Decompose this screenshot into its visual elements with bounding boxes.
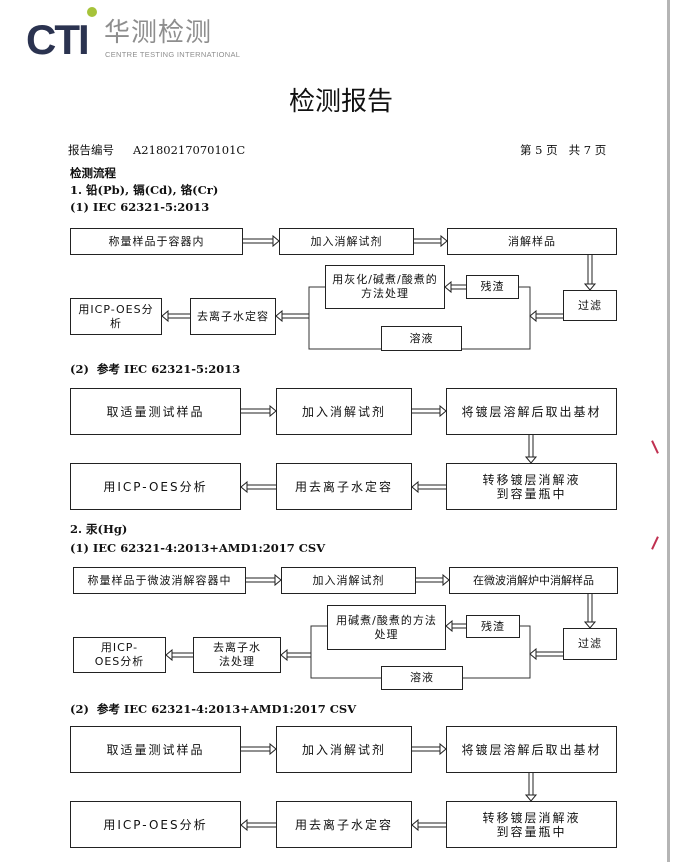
arrow-head: [445, 619, 453, 633]
seal-stamp: [648, 440, 668, 550]
section-1-heading: 1. 铅(Pb), 镉(Cd), 铬(Cr): [70, 183, 219, 197]
arrow-head: [529, 647, 537, 661]
section-title: 检测流程: [70, 166, 116, 180]
flow-step: 转移镀层消解液到容量瓶中: [446, 463, 617, 510]
arrow-head: [269, 742, 277, 756]
connector-line: [310, 625, 381, 679]
flow-step: 消解样品: [447, 228, 617, 255]
flow-step: 加入消解试剂: [279, 228, 414, 255]
arrow-head: [524, 456, 538, 464]
flow-step: 称量样品于容器内: [70, 228, 243, 255]
report-number: A2180217070101C: [133, 143, 246, 157]
arrow-head: [411, 480, 419, 494]
flow-step: 加入消解试剂: [276, 726, 412, 773]
arrow-head: [240, 818, 248, 832]
flow-step: 加入消解试剂: [281, 567, 416, 594]
arrow-head: [161, 309, 169, 323]
flow-step: 过滤: [563, 290, 617, 321]
arrow-head: [583, 283, 597, 291]
arrow-head: [529, 309, 537, 323]
arrow-head: [442, 573, 450, 587]
flow-step: 溶液: [381, 666, 463, 690]
flow-step: 取适量测试样品: [70, 726, 241, 773]
flow-step: 用去离子水定容: [276, 463, 412, 510]
flow-step: 用灰化/碱煮/酸煮的方法处理: [325, 265, 445, 309]
flow-step: 用去离子水定容: [276, 801, 412, 848]
flow-3-label: (1) IEC 62321-4:2013+AMD1:2017 CSV: [70, 541, 326, 555]
flow-step: 将镀层溶解后取出基材: [446, 726, 617, 773]
flow-2-label: (2) 参考 IEC 62321-5:2013: [70, 362, 241, 376]
arrow-head: [524, 794, 538, 802]
arrow-head: [165, 648, 173, 662]
flow-step: 用ICP-OES分析: [70, 801, 241, 848]
flow-step: 去离子水定容: [190, 298, 276, 335]
flow-step: 残渣: [466, 275, 519, 299]
section-2-heading: 2. 汞(Hg): [70, 522, 128, 536]
arrow-head: [272, 234, 280, 248]
flow-step: 在微波消解炉中消解样品: [449, 567, 618, 594]
logo-name-en: CENTRE TESTING INTERNATIONAL: [105, 50, 241, 59]
arrow-head: [269, 404, 277, 418]
logo-brand: CTI: [26, 16, 90, 63]
arrow-head: [444, 280, 452, 294]
arrow-head: [274, 573, 282, 587]
arrow-head: [583, 621, 597, 629]
logo-dot: [87, 7, 97, 17]
flow-step: 取适量测试样品: [70, 388, 241, 435]
page-edge: [667, 0, 670, 862]
page-title: 检测报告: [288, 87, 393, 117]
flow-step: 将镀层溶解后取出基材: [446, 388, 617, 435]
flow-step: 用ICP-OES分析: [70, 298, 162, 335]
flow-step: 转移镀层消解液到容量瓶中: [446, 801, 617, 848]
connector-line: [462, 286, 531, 350]
flow-step: 用ICP-OES分析: [70, 463, 241, 510]
connector-line: [463, 625, 531, 679]
flow-step: 溶液: [381, 326, 462, 351]
arrow-head: [440, 234, 448, 248]
flow-step: 用碱煮/酸煮的方法处理: [327, 605, 446, 650]
report-number-label: 报告编号: [68, 143, 114, 157]
flow-step: 残渣: [466, 615, 520, 638]
arrow-head: [240, 480, 248, 494]
arrow-head: [439, 404, 447, 418]
page-indicator: 第 5 页 共 7 页: [520, 143, 607, 157]
flow-step: 过滤: [563, 628, 617, 660]
flow-4-label: (2) 参考 IEC 62321-4:2013+AMD1:2017 CSV: [70, 702, 357, 716]
logo-name-cn: 华测检测: [104, 18, 213, 48]
flow-1-label: (1) IEC 62321-5:2013: [70, 200, 210, 214]
flow-step: 称量样品于微波消解容器中: [73, 567, 246, 594]
arrow-head: [439, 742, 447, 756]
flow-step: 用ICP-OES分析: [73, 637, 166, 673]
flow-step: 加入消解试剂: [276, 388, 412, 435]
arrow-head: [280, 648, 288, 662]
arrow-head: [275, 309, 283, 323]
flow-step: 去离子水法处理: [193, 637, 281, 673]
arrow-head: [411, 818, 419, 832]
